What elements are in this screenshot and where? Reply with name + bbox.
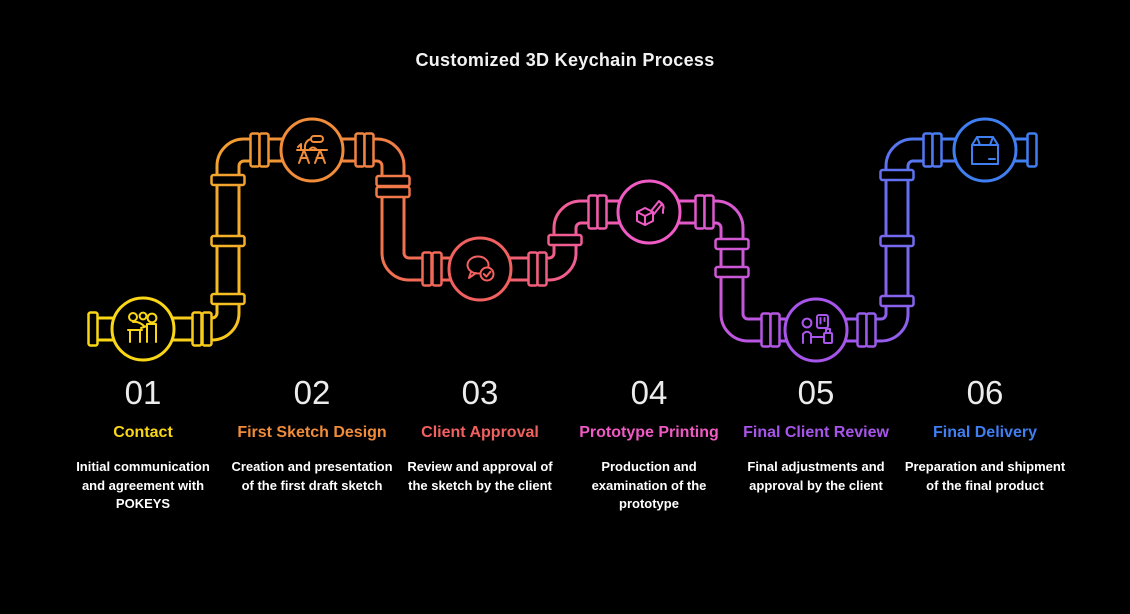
step-description: Creation and presentation of the first d… — [231, 459, 393, 493]
drafting-desk-icon — [296, 135, 328, 164]
client-review-icon — [801, 314, 833, 344]
step-node-1 — [110, 296, 176, 362]
step-number: 06 — [966, 374, 1004, 411]
step-number: 02 — [293, 374, 331, 411]
meeting-icon — [127, 311, 158, 343]
step-number: 05 — [797, 374, 835, 411]
step-5: 05 Final Client Review Final adjustments… — [734, 375, 898, 495]
step-label: Contact — [113, 424, 173, 441]
package-box-icon — [971, 136, 999, 165]
step-label: Final Client Review — [743, 424, 889, 441]
step-2: 02 First Sketch Design Creation and pres… — [230, 375, 394, 495]
step-node-5 — [783, 297, 849, 363]
step-description: Initial communication and agreement with… — [76, 459, 210, 511]
chat-approval-icon — [466, 255, 495, 282]
step-number: 04 — [630, 374, 668, 411]
step-node-3 — [447, 236, 513, 302]
step-description: Production and examination of the protot… — [591, 459, 707, 511]
step-description: Final adjustments and approval by the cl… — [747, 459, 885, 493]
step-node-4 — [616, 179, 682, 245]
pipe-flanges — [87, 132, 1038, 348]
step-6: 06 Final Delivery Preparation and shipme… — [903, 375, 1067, 495]
step-4: 04 Prototype Printing Production and exa… — [567, 375, 731, 514]
page-title: Customized 3D Keychain Process — [415, 50, 715, 70]
step-number: 01 — [124, 374, 162, 411]
step-number: 03 — [461, 374, 499, 411]
step-node-2 — [279, 117, 345, 183]
step-label: First Sketch Design — [237, 424, 387, 441]
step-label: Prototype Printing — [579, 424, 719, 441]
step-3: 03 Client Approval Review and approval o… — [398, 375, 562, 495]
step-label: Client Approval — [421, 424, 539, 441]
step-1: 01 Contact Initial communication and agr… — [61, 375, 225, 514]
step-description: Preparation and shipment of the final pr… — [904, 459, 1066, 493]
step-node-6 — [952, 117, 1018, 183]
step-label: Final Delivery — [932, 424, 1038, 441]
step-description: Review and approval of the sketch by the… — [407, 459, 553, 493]
printing-pen-cube-icon — [636, 200, 665, 226]
